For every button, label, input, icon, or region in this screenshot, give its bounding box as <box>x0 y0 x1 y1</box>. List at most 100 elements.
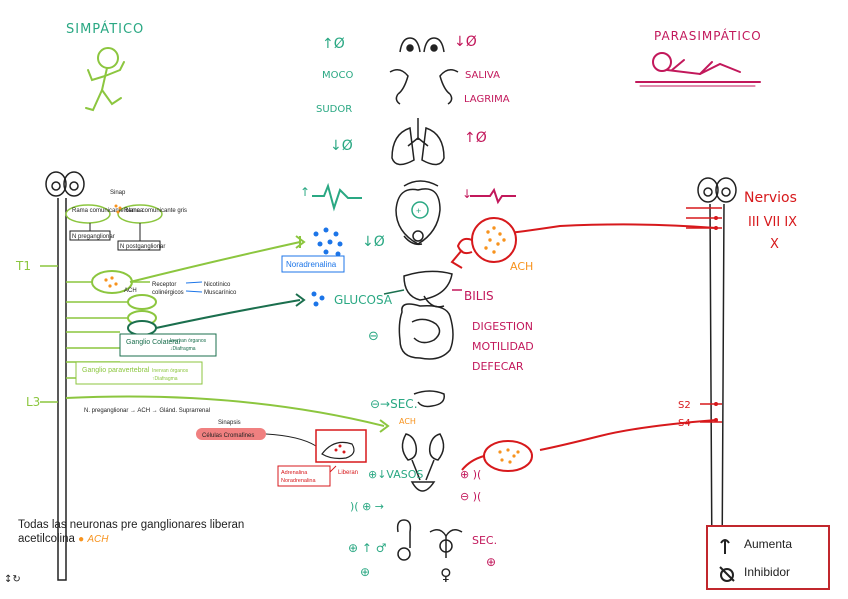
ganglio-colateral-label: Ganglio Colateral <box>126 339 181 346</box>
colateral-note-1: Inervan órganos <box>170 338 207 344</box>
cardiac-ganglion-zoom <box>471 217 517 263</box>
colinergicos-label: colinérgicos <box>152 290 184 296</box>
pancreas-icon <box>413 390 445 408</box>
ach-note-label: ACH <box>87 534 109 545</box>
eye-para-label: ↓Ø <box>454 34 477 50</box>
glucose-dots <box>311 291 325 307</box>
eye-icon <box>399 37 445 53</box>
adrenal-line: N. preganglionar → ACH → Glánd. Suprarre… <box>84 408 210 414</box>
ach-heart-label: ACH <box>510 260 533 273</box>
uterus-icon <box>429 529 463 558</box>
l3-label: L3 <box>26 395 40 409</box>
legend-row-aumenta: Aumenta <box>718 537 792 558</box>
sympathetic-fibre-glucose <box>155 299 301 329</box>
kidney-icon <box>401 433 445 492</box>
n-postganglionar-box: N postganglionar <box>120 244 165 250</box>
corner-mark-icon: ↕↻ <box>4 574 21 585</box>
sympathetic-fibre-noradrenaline <box>129 241 301 283</box>
lagrima-label: LAGRIMA <box>464 94 510 105</box>
adrenalina-label: Adrenalina <box>281 470 308 476</box>
celulas-cromafines-label: Células Cromafines <box>202 433 254 439</box>
pelvic-ganglion-zoom <box>483 440 533 472</box>
sympathetic-spinal-cord <box>45 171 85 581</box>
nervios-label: Nervios <box>744 190 797 206</box>
legend: Aumenta Inhibidor <box>706 525 830 590</box>
female-symbol: ♀ <box>440 565 452 584</box>
ach-dot-icon: ● <box>78 534 85 545</box>
noradrenalina-label-2: Noradrenalina <box>281 478 316 484</box>
liberan-label: Liberan <box>338 470 358 476</box>
muscarinico-label: Muscarínico <box>204 290 237 296</box>
increase-arrow-icon <box>720 539 730 554</box>
vasos-label: ⊕↓VASOS <box>368 468 423 481</box>
pancreas-sec-label: ⊖→SEC. <box>370 397 418 411</box>
glucosa-label: GLUCOSA <box>334 293 393 307</box>
ecg-slow-icon <box>470 187 516 205</box>
heart-sym-label: ↓Ø <box>362 234 385 250</box>
running-figure-icon <box>85 47 125 112</box>
sympathetic-title: SIMPÁTICO <box>66 21 144 37</box>
bladder-left-label: )( ⊕ → <box>350 500 384 513</box>
male-sex-label: ⊕ ↑ ♂ <box>348 541 387 555</box>
sex-minus-label: ⊕ <box>360 565 370 579</box>
legend-aumenta-label: Aumenta <box>744 537 793 551</box>
synapse-label: Sinap <box>110 190 126 196</box>
ach-adrenal-label: ACH <box>399 417 416 426</box>
lung-para-label: ↑Ø <box>464 130 487 146</box>
moco-label: MOCO <box>322 70 353 81</box>
nicotinico-label: Nicotínico <box>204 282 231 288</box>
paravertebral-note-2: ↑Diafragma <box>152 376 178 382</box>
ach-pelvic-dots <box>498 448 520 464</box>
intestines-icon <box>398 303 454 360</box>
t1-label: T1 <box>15 259 31 273</box>
motilidad-label: MOTILIDAD <box>472 340 534 353</box>
sec-female-label: SEC. <box>472 534 497 547</box>
parasympathetic-title: PARASIMPÁTICO <box>654 28 762 43</box>
salivary-gland-icon <box>389 69 459 105</box>
ach-heart-dots <box>484 226 506 254</box>
preganglionic-note: Todas las neuronas pre ganglionares libe… <box>18 518 278 547</box>
s2-label: S2 <box>678 400 691 411</box>
legend-inhibidor-label: Inhibidor <box>744 565 791 579</box>
adrenal-fibre <box>65 395 385 427</box>
heart-para-arrow: ↓ <box>462 187 472 201</box>
defecar-label: DEFECAR <box>472 360 524 373</box>
sinapsis-label: Sinapsis <box>218 420 241 426</box>
paravertebral-note-1: Inervan órganos <box>152 368 189 374</box>
lung-sym-label: ↓Ø <box>330 138 353 154</box>
sudor-label: SUDOR <box>316 104 352 115</box>
receptor-label: Receptor <box>152 282 176 288</box>
penis-icon <box>396 519 412 561</box>
vagus-label: X <box>770 237 779 252</box>
liver-icon <box>403 270 453 308</box>
box-top-right: Rama comunicante gris <box>124 208 187 214</box>
cranial-nerves-label: III VII IX <box>748 215 797 230</box>
heart-icon: + <box>395 180 441 246</box>
noradrenalina-box: Noradrenalina <box>286 260 337 269</box>
legend-row-inhibidor: Inhibidor <box>718 565 790 586</box>
lungs-icon <box>391 118 445 166</box>
bladder-minus-label: ⊖ )( <box>460 490 481 503</box>
inhibitor-icon <box>719 566 735 582</box>
colateral-note-2: ↓Diafragma <box>170 346 196 352</box>
organs-column: ↑Ø ↓Ø MOCO SALIVA LAGRIMA SUDOR ↓Ø ↑Ø + <box>300 34 534 584</box>
bladder-plus-label: ⊕ )( <box>460 468 481 481</box>
saliva-label: SALIVA <box>465 70 500 81</box>
box-top-left: Rama comunicante blanca <box>72 208 144 214</box>
svg-text:+: + <box>416 206 421 216</box>
ecg-fast-icon <box>312 182 362 212</box>
vagus-fibre <box>499 223 717 235</box>
bilis-label: BILIS <box>464 289 494 303</box>
heart-sym-arrow: ↑ <box>300 185 310 199</box>
synapse-diagram: Rama comunicante blanca Rama comunicante… <box>65 190 187 251</box>
sympathetic-ganglia-chain <box>91 270 157 336</box>
gut-minus-label: ⊖ <box>368 329 379 344</box>
eye-sym-label: ↑Ø <box>322 36 345 52</box>
preganglionic-note-text: Todas las neuronas pre ganglionares libe… <box>18 519 245 545</box>
ganglio-paravertebral-label: Ganglio paravertebral <box>82 367 150 374</box>
parasympathetic-spinal-cord <box>697 177 737 575</box>
sacral-fibre <box>539 419 717 451</box>
plus-female-label: ⊕ <box>486 555 496 569</box>
digestion-label: DIGESTION <box>472 320 533 333</box>
